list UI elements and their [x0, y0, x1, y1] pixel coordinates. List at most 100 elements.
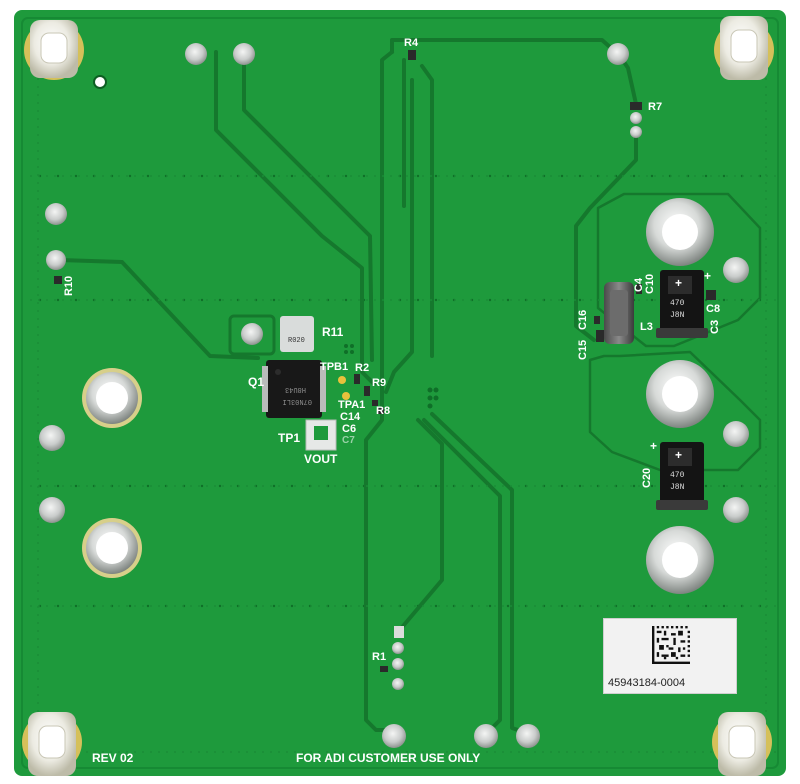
- via-dot: [560, 604, 564, 608]
- r11-marking: R020: [288, 337, 305, 345]
- via-dot: [506, 604, 510, 608]
- label-c10: C10: [644, 273, 656, 294]
- label-r2: R2: [355, 362, 370, 374]
- label-r10: R10: [63, 275, 75, 296]
- label-r9: R9: [372, 377, 387, 389]
- via-dot: [632, 604, 636, 608]
- via-dot: [434, 604, 438, 608]
- via-dot: [218, 174, 222, 178]
- cap-top-polarity: +: [704, 269, 712, 283]
- via-dot: [488, 604, 492, 608]
- cap-top-plus-mark: +: [675, 276, 683, 290]
- via-dot: [218, 298, 222, 302]
- via-dot: [704, 174, 708, 178]
- via-dot: [722, 604, 726, 608]
- label-r4: R4: [404, 37, 419, 49]
- via-dot: [290, 604, 294, 608]
- via-dot: [632, 484, 636, 488]
- plane-seams: [30, 30, 780, 760]
- small-smd-parts: [54, 50, 716, 672]
- label-customer-use: FOR ADI CUSTOMER USE ONLY: [296, 751, 481, 765]
- via-dot: [578, 174, 582, 178]
- cap-top-value: 470: [670, 299, 685, 308]
- via-dot: [218, 604, 222, 608]
- via-dot: [146, 604, 150, 608]
- cap-bottom-body: [656, 442, 708, 510]
- via-dot: [722, 484, 726, 488]
- label-r7: R7: [648, 101, 663, 113]
- label-tp1: TP1: [278, 431, 301, 445]
- via-dot: [704, 604, 708, 608]
- via-dot: [578, 484, 582, 488]
- via-dot: [218, 484, 222, 488]
- label-l3: L3: [640, 321, 653, 333]
- via-dot: [146, 484, 150, 488]
- datamatrix-code: [652, 626, 690, 664]
- via-dot: [506, 298, 510, 302]
- label-c20: C20: [641, 467, 653, 488]
- via-dot: [344, 604, 348, 608]
- via-dot: [290, 484, 294, 488]
- via-dot: [632, 174, 636, 178]
- via-dot: [344, 484, 348, 488]
- via-cluster: [344, 344, 439, 409]
- board-substrate: [14, 10, 786, 776]
- label-tpa1: TPA1: [338, 399, 366, 411]
- via-dot: [362, 174, 366, 178]
- via-dot: [434, 298, 438, 302]
- label-r8: R8: [376, 405, 391, 417]
- label-c14: C14: [340, 411, 361, 423]
- via-dot: [434, 484, 438, 488]
- via-dot: [290, 298, 294, 302]
- jack-pads: [82, 198, 714, 594]
- q1-marking-1: H8U43: [284, 385, 306, 393]
- via-dot: [272, 484, 276, 488]
- via-dot: [416, 174, 420, 178]
- via-dot: [578, 298, 582, 302]
- via-dot: [560, 298, 564, 302]
- via-dot: [434, 174, 438, 178]
- via-dot: [74, 298, 78, 302]
- label-tpb1: TPB1: [320, 361, 349, 373]
- via-dot: [74, 604, 78, 608]
- via-dot: [272, 174, 276, 178]
- via-dot: [200, 174, 204, 178]
- serial-number: 45943184-0004: [608, 677, 686, 689]
- tpb1-point: [338, 376, 346, 384]
- via-dot: [128, 174, 132, 178]
- via-dot: [200, 604, 204, 608]
- tpa1-point: [342, 392, 350, 400]
- via-dot: [290, 174, 294, 178]
- q1-mosfet: [262, 360, 326, 418]
- via-dot: [650, 298, 654, 302]
- via-dot: [650, 604, 654, 608]
- via-dot: [650, 174, 654, 178]
- label-c8: C8: [706, 303, 721, 315]
- tp1-pad: [305, 419, 337, 451]
- cap-bottom-polarity: +: [650, 439, 658, 453]
- label-c16: C16: [577, 309, 589, 330]
- via-dot: [56, 604, 60, 608]
- via-dot: [128, 298, 132, 302]
- via-dot: [344, 298, 348, 302]
- via-dot: [200, 484, 204, 488]
- label-vout: VOUT: [304, 452, 338, 466]
- via-dot: [506, 174, 510, 178]
- q1-marking-2: 07N03LI: [282, 397, 312, 405]
- via-dot: [200, 298, 204, 302]
- via-dot: [488, 298, 492, 302]
- via-dot: [650, 484, 654, 488]
- label-q1: Q1: [248, 375, 265, 389]
- via-dot: [146, 298, 150, 302]
- label-c7: C7: [342, 435, 355, 446]
- via-dot: [74, 484, 78, 488]
- via-dot: [128, 604, 132, 608]
- via-dot: [722, 298, 726, 302]
- via-dot: [416, 484, 420, 488]
- r11-resistor: [280, 316, 314, 352]
- test-pads: [39, 43, 749, 748]
- cap-bottom-plus-mark: +: [675, 448, 683, 462]
- via-dot: [416, 298, 420, 302]
